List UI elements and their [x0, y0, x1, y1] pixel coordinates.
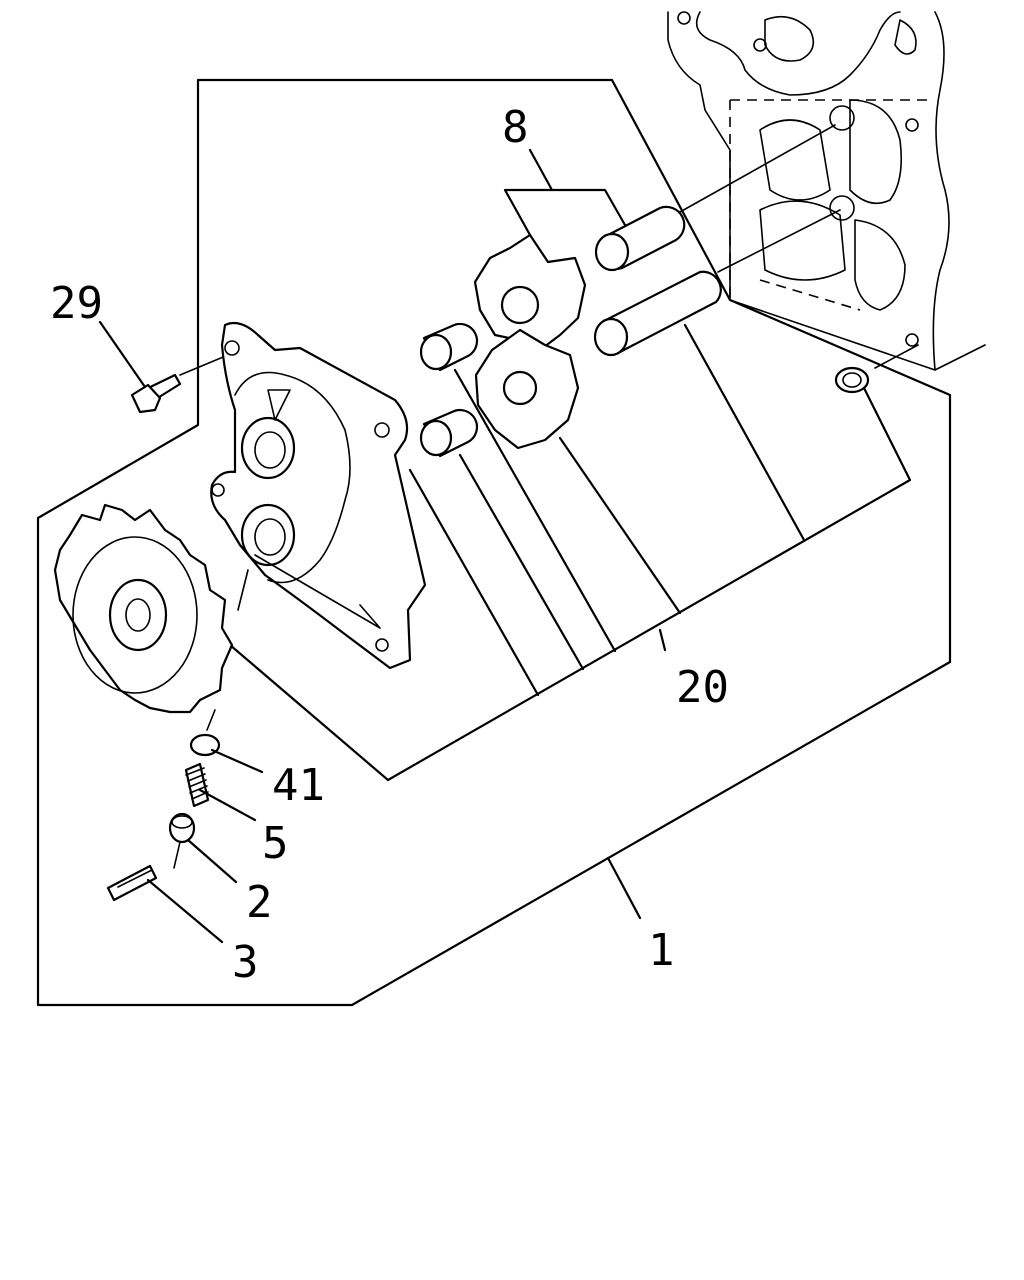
callout-1: 1 — [648, 925, 675, 976]
callout-29: 29 — [50, 278, 103, 329]
center-lines — [173, 124, 919, 869]
pin-left-lower — [419, 408, 479, 458]
bushing-small — [834, 366, 870, 394]
rotor-gear-lower — [474, 328, 580, 450]
spring — [184, 762, 210, 808]
callout-3: 3 — [232, 937, 259, 988]
drive-gear — [53, 503, 234, 714]
callout-20: 20 — [676, 662, 729, 713]
rotor-gear-upper — [473, 233, 587, 352]
pump-body — [210, 321, 427, 670]
callout-2: 2 — [246, 877, 273, 928]
bracket-20 — [228, 323, 912, 782]
split-pin — [106, 864, 158, 902]
bolt — [130, 373, 182, 414]
assembly-outline — [36, 78, 952, 1007]
pin-upper-right — [594, 205, 686, 272]
leader-lines — [98, 320, 642, 944]
callout-41: 41 — [272, 760, 325, 811]
callout-5: 5 — [262, 818, 289, 869]
engine-block — [667, 11, 986, 371]
pin-long-right — [593, 270, 722, 357]
callout-8: 8 — [502, 102, 529, 153]
valve-plug — [168, 812, 196, 844]
pin-left-upper — [419, 322, 479, 372]
bracket-8 — [503, 148, 627, 237]
